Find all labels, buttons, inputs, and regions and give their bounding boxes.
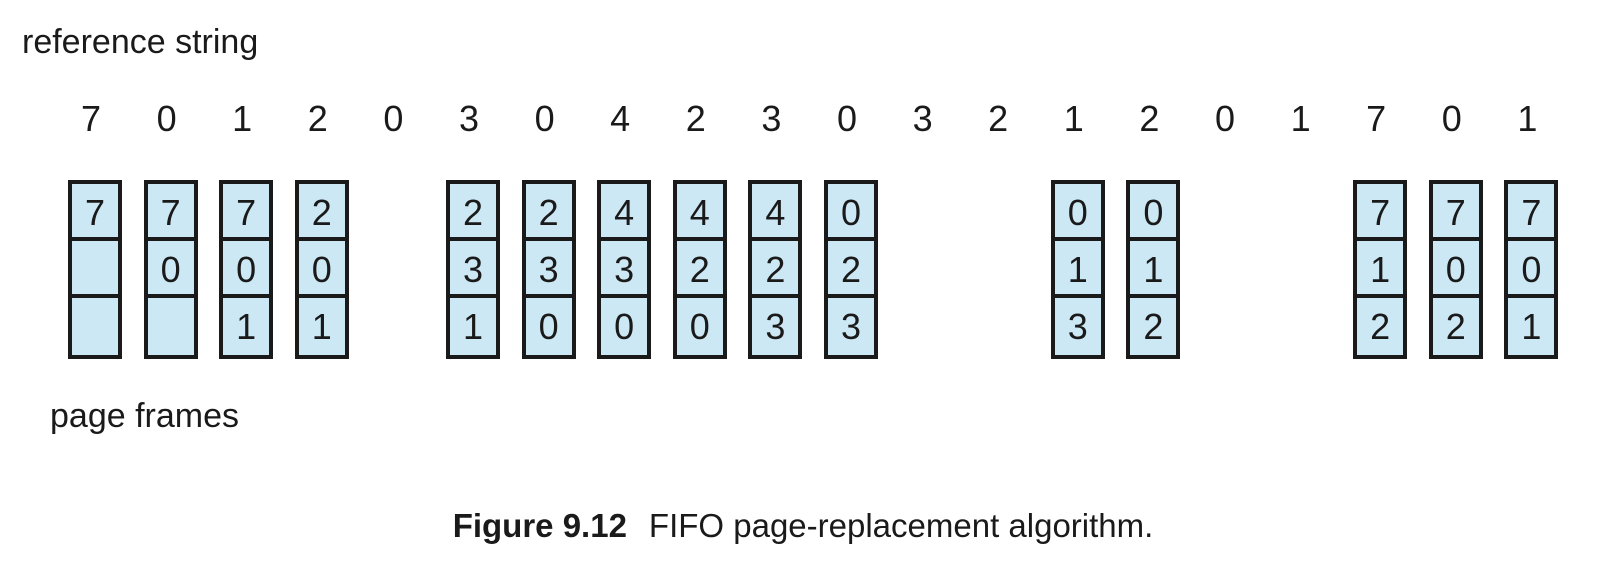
page-frame-cell: 0 (1130, 184, 1177, 241)
page-frame-cell: 3 (1054, 298, 1101, 355)
page-frame-cell: 0 (525, 298, 572, 355)
reference-string-digit: 0 (156, 98, 177, 139)
page-frame-cell: 2 (752, 241, 799, 298)
page-frame-cell: 0 (147, 241, 194, 298)
page-frame-cell: 2 (450, 184, 496, 241)
page-frame-cell: 0 (223, 241, 270, 298)
reference-string-digit: 1 (1063, 98, 1084, 139)
reference-string-digit: 0 (836, 98, 858, 139)
page-frame-cell: 1 (298, 298, 345, 355)
figure-caption: Figure 9.12 FIFO page-replacement algorit… (0, 504, 1606, 548)
page-frame-cell: 7 (223, 184, 270, 241)
page-frame-cell: 2 (298, 184, 345, 241)
page-frame-cell: 0 (1432, 241, 1479, 298)
reference-string-digit: 1 (1517, 98, 1538, 139)
page-frame-cell: 2 (1357, 298, 1404, 355)
reference-string-digit: 1 (232, 98, 253, 139)
reference-string-label: reference string (22, 23, 259, 61)
page-frame-cell: 3 (525, 241, 572, 298)
page-frame-cell: 3 (601, 241, 648, 298)
page-frame-cell: 1 (1357, 241, 1404, 298)
reference-string-digit: 0 (383, 98, 404, 139)
reference-string-digit: 0 (534, 98, 555, 139)
page-frame-cell: 3 (752, 298, 799, 355)
reference-string-digit: 2 (307, 98, 328, 139)
reference-string-digit: 1 (1290, 98, 1311, 139)
page-frame-column: 7 (68, 180, 122, 359)
reference-string-digit: 3 (458, 98, 480, 139)
page-frame-cell: 7 (1432, 184, 1479, 241)
page-frame-cell: 0 (1508, 241, 1555, 298)
page-frame-cell: 4 (752, 184, 799, 241)
page-frame-cell: 1 (1130, 241, 1177, 298)
page-frames-label: page frames (50, 397, 239, 435)
reference-string-digit: 7 (80, 98, 102, 139)
reference-string-digit: 0 (1214, 98, 1236, 139)
reference-string-digit: 2 (988, 98, 1009, 139)
page-frame-cell: 1 (1508, 298, 1555, 355)
reference-string-digit: 0 (1441, 98, 1462, 139)
reference-string-digit: 2 (1139, 98, 1160, 139)
page-frame-cell: 0 (298, 241, 345, 298)
page-frame-cell: 3 (828, 298, 874, 355)
page-frame-cell: 0 (828, 184, 874, 241)
page-frame-cell (147, 298, 194, 355)
page-frame-cell: 2 (676, 241, 723, 298)
page-frame-cell: 1 (1054, 241, 1101, 298)
page-frame-cell: 7 (1508, 184, 1555, 241)
page-frame-cell (72, 241, 118, 298)
page-frame-cell: 1 (450, 298, 496, 355)
page-frame-cell: 2 (1130, 298, 1177, 355)
page-frame-cell: 4 (676, 184, 723, 241)
page-frame-cell: 3 (450, 241, 496, 298)
page-frame-cell: 2 (1432, 298, 1479, 355)
page-frame-cell: 7 (147, 184, 194, 241)
page-frame-cell: 4 (601, 184, 648, 241)
page-frame-cell: 0 (601, 298, 648, 355)
reference-string-digit: 4 (610, 98, 631, 139)
page-frame-cell: 1 (223, 298, 270, 355)
page-frame-cell: 2 (525, 184, 572, 241)
page-frame-cell: 7 (1357, 184, 1404, 241)
reference-string-digit: 7 (1366, 98, 1387, 139)
reference-string-digit: 2 (685, 98, 706, 139)
page-frame-cell (72, 298, 118, 355)
reference-string-digit: 3 (761, 98, 782, 139)
page-frame-cell: 0 (676, 298, 723, 355)
page-frame-cell: 2 (828, 241, 874, 298)
page-frame-cell: 7 (72, 184, 118, 241)
reference-string-digit: 3 (912, 98, 933, 139)
figure-caption-number: Figure 9.12 (452, 507, 627, 544)
page-frame-cell: 0 (1054, 184, 1101, 241)
figure-caption-text: FIFO page-replacement algorithm. (648, 507, 1154, 544)
